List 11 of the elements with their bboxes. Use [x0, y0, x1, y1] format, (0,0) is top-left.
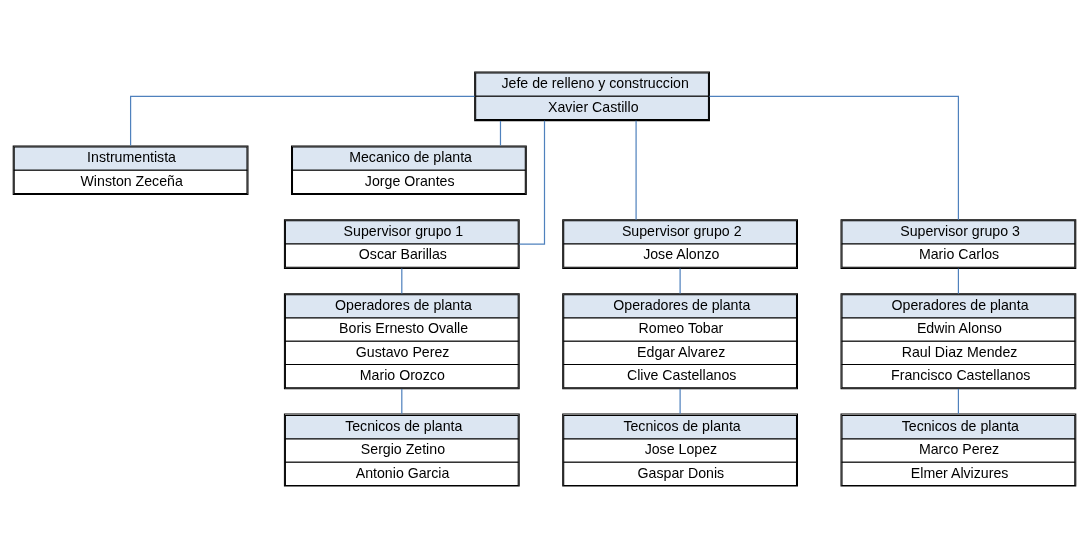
connector — [635, 120, 637, 221]
connector — [957, 268, 959, 295]
connector — [130, 95, 476, 147]
connector — [401, 388, 403, 415]
connector — [708, 95, 959, 221]
connector — [679, 388, 681, 415]
connector — [518, 120, 546, 245]
connector — [957, 388, 959, 415]
connector — [499, 120, 502, 147]
connector — [679, 268, 681, 295]
connector — [401, 268, 403, 295]
